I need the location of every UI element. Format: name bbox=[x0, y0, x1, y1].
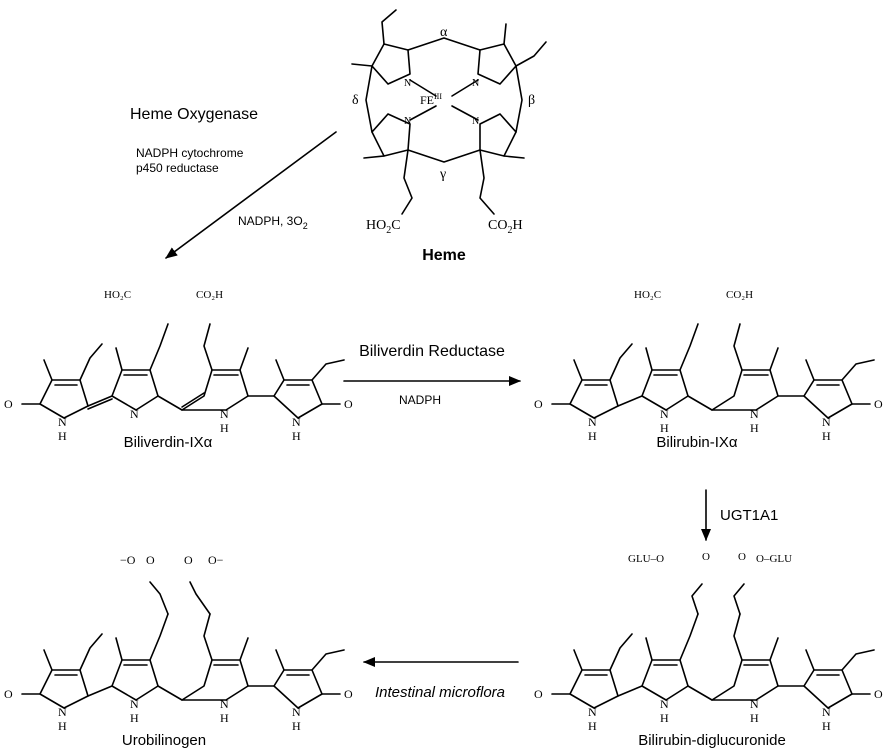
diglucuronide-glu-right: O–GLU bbox=[756, 553, 792, 565]
heme-acid-left: HO2C bbox=[366, 218, 401, 236]
urobilinogen-n: N bbox=[130, 697, 139, 711]
heme-delta-label: δ bbox=[352, 93, 359, 108]
heme-name: Heme bbox=[422, 247, 466, 264]
diglucuronide-n: N bbox=[822, 705, 831, 719]
heme-gamma-label: γ bbox=[439, 167, 446, 182]
diglucuronide-o-left: O bbox=[534, 687, 543, 701]
bilirubin-n: N bbox=[588, 415, 597, 429]
biliverdin-n: N bbox=[292, 415, 301, 429]
ugt1a1-label: UGT1A1 bbox=[720, 507, 778, 524]
heme-n-label: N bbox=[404, 78, 411, 89]
bilirubin-h: H bbox=[822, 429, 831, 443]
bilirubin-o-right: O bbox=[874, 397, 883, 411]
bilirubin-acid-left: HO₂C bbox=[634, 289, 661, 301]
urobilinogen-o: O bbox=[184, 553, 193, 567]
diglucuronide-name: Bilirubin-diglucuronide bbox=[638, 732, 786, 749]
heme-structure: FEIII α β γ δ N N N N HO2C CO2H bbox=[351, 9, 547, 236]
biliverdin-n: N bbox=[130, 407, 139, 421]
bilirubin-n: N bbox=[750, 407, 759, 421]
biliverdin-acid-right: CO₂H bbox=[196, 289, 223, 301]
urobilinogen-h: H bbox=[292, 719, 301, 733]
urobilinogen-o: O bbox=[146, 553, 155, 567]
biliverdin-o-right: O bbox=[344, 397, 353, 411]
biliverdin-structure: O O N H N N H N H HO₂C CO₂H bbox=[4, 289, 353, 443]
heme-n-label: N bbox=[404, 116, 411, 127]
urobilinogen-name: Urobilinogen bbox=[122, 732, 206, 749]
heme-iron: FEIII bbox=[420, 92, 442, 107]
nadph-oxygen-label: NADPH, 3O2 bbox=[238, 214, 308, 231]
urobilinogen-n: N bbox=[220, 697, 229, 711]
bilirubin-h: H bbox=[750, 421, 759, 435]
diglucuronide-structure: GLU–O O O O–GLU O O N H N H N H N H bbox=[534, 551, 883, 733]
heme-acid-right: CO2H bbox=[488, 218, 523, 236]
urobilinogen-h: H bbox=[58, 719, 67, 733]
bilirubin-n: N bbox=[660, 407, 669, 421]
urobilinogen-o: −O bbox=[120, 553, 136, 567]
urobilinogen-structure: −O O O O− O O N H N H N H N H bbox=[4, 553, 353, 733]
biliverdin-h: H bbox=[58, 429, 67, 443]
nadph-label: NADPH bbox=[399, 393, 441, 407]
bilirubin-name: Bilirubin-IXα bbox=[656, 434, 738, 451]
urobilinogen-n: N bbox=[292, 705, 301, 719]
bilirubin-n: N bbox=[822, 415, 831, 429]
diglucuronide-n: N bbox=[660, 697, 669, 711]
urobilinogen-o-left: O bbox=[4, 687, 13, 701]
biliverdin-reductase-label: Biliverdin Reductase bbox=[359, 343, 505, 360]
heme-alpha-label: α bbox=[440, 25, 448, 40]
diglucuronide-carbonyl: O bbox=[702, 551, 710, 563]
urobilinogen-h: H bbox=[130, 711, 139, 725]
diglucuronide-h: H bbox=[750, 711, 759, 725]
biliverdin-h: H bbox=[220, 421, 229, 435]
bilirubin-o-left: O bbox=[534, 397, 543, 411]
bilirubin-h: H bbox=[660, 421, 669, 435]
urobilinogen-o-right: O bbox=[344, 687, 353, 701]
diglucuronide-h: H bbox=[660, 711, 669, 725]
heme-n-label: N bbox=[472, 78, 479, 89]
diglucuronide-h: H bbox=[588, 719, 597, 733]
cofactor-line-1: NADPH cytochrome bbox=[136, 146, 244, 160]
diglucuronide-carbonyl: O bbox=[738, 551, 746, 563]
diglucuronide-glu-left: GLU–O bbox=[628, 553, 664, 565]
heme-beta-label: β bbox=[528, 93, 535, 108]
biliverdin-o-left: O bbox=[4, 397, 13, 411]
bilirubin-acid-right: CO₂H bbox=[726, 289, 753, 301]
diglucuronide-h: H bbox=[822, 719, 831, 733]
biliverdin-h: H bbox=[292, 429, 301, 443]
bilirubin-h: H bbox=[588, 429, 597, 443]
biliverdin-acid-left: HO₂C bbox=[104, 289, 131, 301]
urobilinogen-o: O− bbox=[208, 553, 224, 567]
bilirubin-structure: O O N H N H N H N H HO₂C CO₂H bbox=[534, 289, 883, 443]
cofactor-line-2: p450 reductase bbox=[136, 161, 219, 175]
heme-oxygenase-arrow bbox=[165, 131, 337, 259]
biliverdin-n: N bbox=[58, 415, 67, 429]
diglucuronide-n: N bbox=[588, 705, 597, 719]
biliverdin-name: Biliverdin-IXα bbox=[124, 434, 213, 451]
diglucuronide-n: N bbox=[750, 697, 759, 711]
heme-oxygenase-label: Heme Oxygenase bbox=[130, 106, 258, 123]
diglucuronide-o-right: O bbox=[874, 687, 883, 701]
heme-n-label: N bbox=[472, 116, 479, 127]
urobilinogen-n: N bbox=[58, 705, 67, 719]
urobilinogen-h: H bbox=[220, 711, 229, 725]
microflora-label: Intestinal microflora bbox=[375, 684, 505, 701]
biliverdin-n: N bbox=[220, 407, 229, 421]
